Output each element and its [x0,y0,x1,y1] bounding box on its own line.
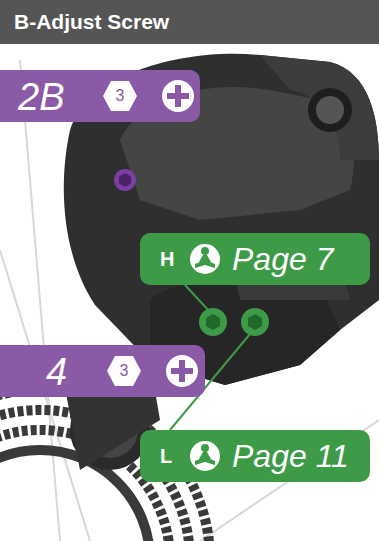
callout-label: 3 [107,356,141,386]
callout-label: 4 [46,353,67,391]
reference-box: L Page 11 [140,430,370,482]
callout-label: 3 [103,81,137,111]
callout-label: 2B [18,78,64,116]
page-reference: Page 11 [232,440,349,472]
title-bar: B-Adjust Screw [0,0,379,44]
reference-box: H Page 7 [140,233,370,285]
title-text: B-Adjust Screw [14,10,169,34]
callout-box: 2B 3 [0,70,200,122]
tool-size-hex: 3 [103,81,137,111]
page-reference: Page 7 [232,243,333,275]
tool-size-hex: 3 [107,356,141,386]
callout-label: L [160,446,172,466]
callout-box: 43 [0,345,205,397]
callout-label: H [160,249,174,269]
